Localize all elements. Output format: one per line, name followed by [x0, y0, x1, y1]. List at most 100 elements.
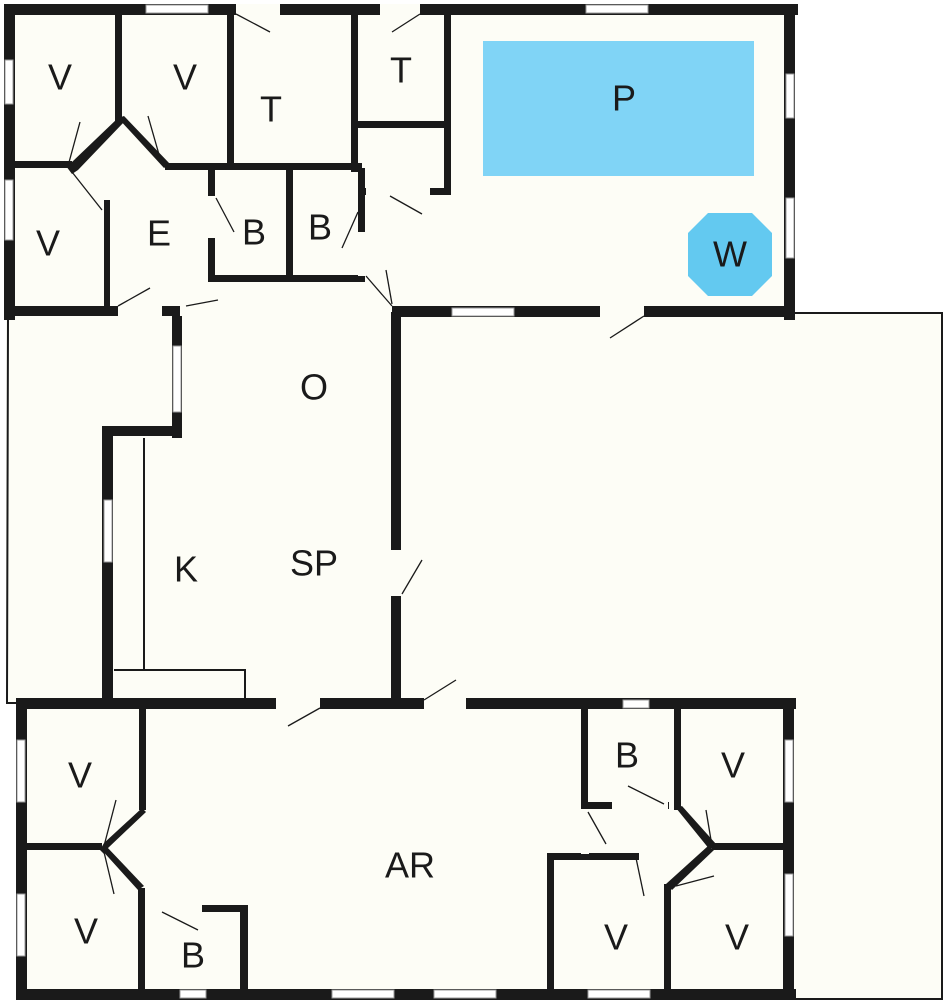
door-opening: [380, 4, 420, 15]
door-swing: [71, 171, 103, 211]
wall-v-bed1-bed2: [115, 12, 122, 122]
hall-west-wall-step: [102, 426, 182, 436]
wall-v-bed2-toilet1: [227, 12, 234, 168]
wall-h-toilet2: [354, 121, 448, 128]
wall-h-se-beds: [712, 843, 788, 850]
window: [585, 4, 649, 14]
room-label-bedroom: V: [725, 917, 749, 958]
window: [331, 989, 395, 999]
room-label-bedroom: V: [74, 911, 98, 952]
door-swing: [287, 707, 321, 727]
wall-h-bed-row: [10, 161, 72, 168]
wall-v-sw-bath-east: [240, 905, 248, 993]
wall-entrance-diagonal-1: [66, 118, 124, 174]
wall-v-toilet2-pool: [444, 12, 451, 194]
window: [145, 4, 209, 14]
wall-v-bath-east: [358, 168, 365, 278]
room-label-activity-room: AR: [385, 845, 435, 886]
room-label-entrance: E: [147, 213, 171, 254]
room-label-bedroom: V: [68, 755, 92, 796]
room-label-bedroom: V: [48, 57, 72, 98]
door-swing: [365, 275, 393, 307]
room-label-toilet: T: [260, 89, 282, 130]
north-wing-south-wall-east: [392, 306, 795, 317]
door-swing: [391, 13, 421, 33]
door-opening: [358, 232, 366, 276]
south-wing-north-wall: [16, 698, 796, 709]
door-opening: [276, 698, 320, 709]
window: [784, 739, 794, 803]
door-swing: [635, 857, 645, 897]
room-label-bathroom: B: [615, 735, 639, 776]
wall-v-se-bed1-west: [547, 853, 554, 993]
window: [103, 499, 113, 563]
door-swing: [117, 287, 151, 307]
wall-v-sw-bed1: [139, 704, 146, 810]
door-swing: [627, 785, 665, 805]
door-swing: [341, 211, 359, 249]
window: [172, 345, 182, 413]
wall-sw-diagonal-2: [100, 846, 144, 890]
room-label-bathroom: B: [308, 207, 332, 248]
room-label-whirlpool: W: [713, 234, 747, 275]
wall-se-diagonal-1: [676, 806, 716, 850]
kitchen-counter-bottom: [114, 669, 246, 700]
door-opening: [424, 698, 466, 709]
door-swing: [385, 269, 393, 305]
north-wing-west-wall: [4, 4, 15, 320]
west-terrace-outline: [5, 315, 20, 704]
door-swing: [215, 197, 235, 233]
window: [784, 873, 794, 937]
hall-floor: [104, 304, 400, 704]
door-swing: [161, 911, 199, 931]
south-wall: [16, 989, 796, 1000]
wall-v-bath-mid: [286, 170, 293, 278]
whirlpool-shape: [688, 213, 772, 296]
door-swing: [147, 115, 161, 159]
window: [622, 699, 650, 709]
door-opening: [581, 810, 589, 854]
north-wing-east-wall: [784, 4, 795, 320]
door-opening: [146, 904, 202, 912]
door-swings: [67, 13, 715, 931]
wall-v-se-bath-east: [674, 704, 681, 810]
windows: [4, 4, 795, 999]
room-label-bathroom: B: [181, 935, 205, 976]
window: [587, 989, 651, 999]
wall-sw-diagonal-1: [100, 808, 146, 854]
floor-areas: [6, 8, 942, 1000]
door-swing: [103, 851, 115, 895]
wall-v-bed3-entrance: [104, 200, 110, 308]
room-label-pool: P: [612, 78, 636, 119]
door-opening: [390, 550, 402, 596]
door-swing: [675, 875, 715, 887]
north-wing-south-wall-west: [4, 306, 180, 316]
window: [785, 197, 795, 259]
pool-shape: [483, 41, 754, 176]
wall-h-se-bed1-top: [547, 853, 639, 860]
hall-east-wall: [391, 306, 401, 706]
hall-west-wall-lower: [102, 426, 113, 706]
room-label-bathroom: B: [242, 212, 266, 253]
door-swing: [389, 195, 423, 215]
window: [16, 739, 26, 803]
door-opening: [612, 801, 668, 809]
wall-v-toilet1-toilet2: [351, 12, 358, 172]
walls: [4, 4, 798, 1000]
south-wing-east-wall: [783, 698, 794, 1000]
room-label-bedroom: V: [604, 917, 628, 958]
door-opening: [180, 300, 194, 316]
door-swing: [401, 559, 423, 595]
door-swing: [103, 799, 117, 847]
room-label-bedroom: V: [721, 745, 745, 786]
window: [179, 989, 207, 999]
door-openings: [118, 4, 668, 912]
window: [4, 179, 14, 241]
door-swing: [185, 299, 219, 307]
wall-h-sw-beds: [20, 843, 102, 850]
door-swing: [705, 809, 713, 847]
door-swing: [609, 315, 645, 339]
wall-se-diagonal-2: [666, 846, 714, 890]
